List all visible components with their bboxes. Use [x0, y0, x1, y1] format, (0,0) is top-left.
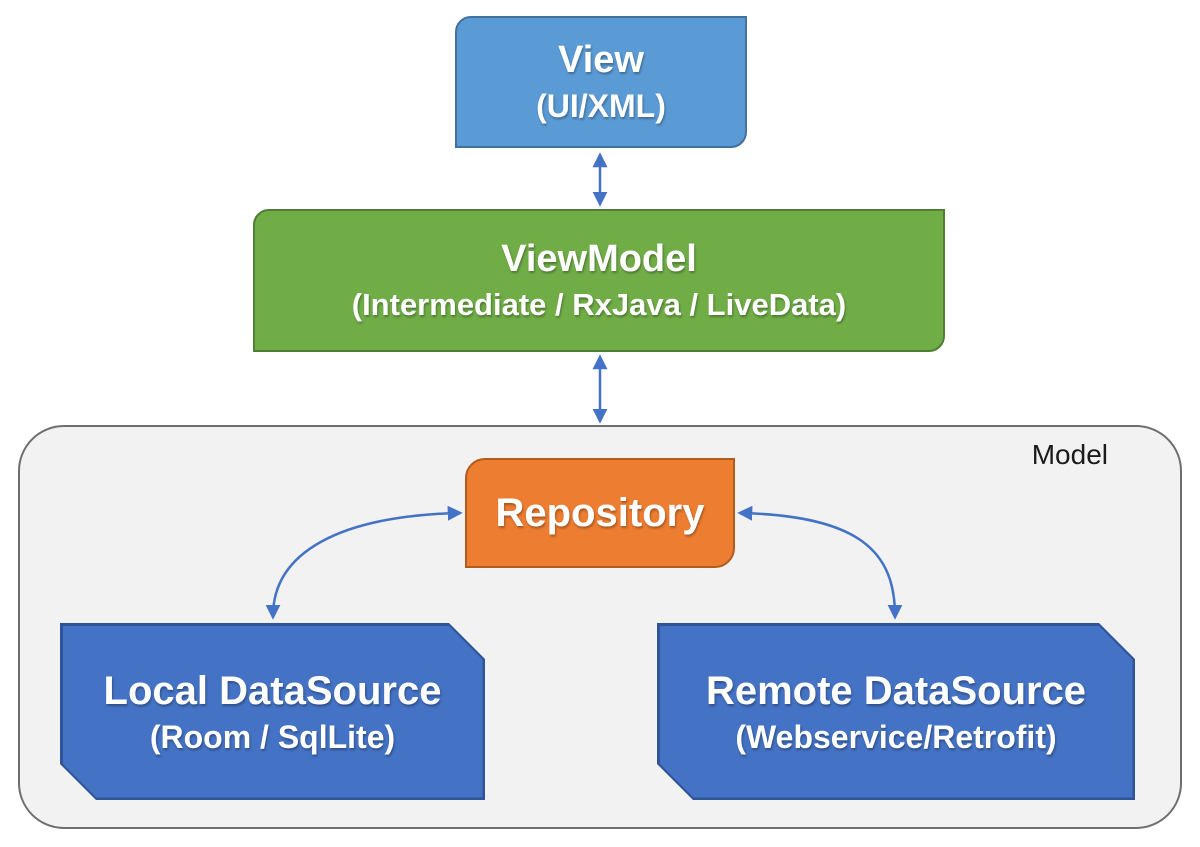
viewmodel-node-subtitle: (Intermediate / RxJava / LiveData) [351, 287, 847, 323]
viewmodel-node: ViewModel (Intermediate / RxJava / LiveD… [253, 209, 945, 352]
view-node-title: View [558, 39, 644, 82]
local-datasource-node-body: Local DataSource (Room / SqlLite) [63, 626, 483, 798]
remote-datasource-node: Remote DataSource (Webservice/Retrofit) [657, 623, 1135, 800]
remote-datasource-node-body: Remote DataSource (Webservice/Retrofit) [660, 626, 1133, 798]
repository-node: Repository [465, 458, 735, 568]
local-datasource-subtitle: (Room / SqlLite) [149, 718, 396, 755]
local-datasource-title: Local DataSource [103, 668, 442, 713]
view-node: View (UI/XML) [455, 16, 747, 148]
repository-node-title: Repository [495, 491, 705, 535]
view-node-subtitle: (UI/XML) [536, 87, 666, 124]
viewmodel-node-title: ViewModel [501, 238, 697, 281]
model-group-label: Model [1031, 439, 1108, 470]
remote-datasource-subtitle: (Webservice/Retrofit) [735, 718, 1057, 755]
remote-datasource-title: Remote DataSource [705, 668, 1087, 713]
local-datasource-node: Local DataSource (Room / SqlLite) [60, 623, 485, 800]
